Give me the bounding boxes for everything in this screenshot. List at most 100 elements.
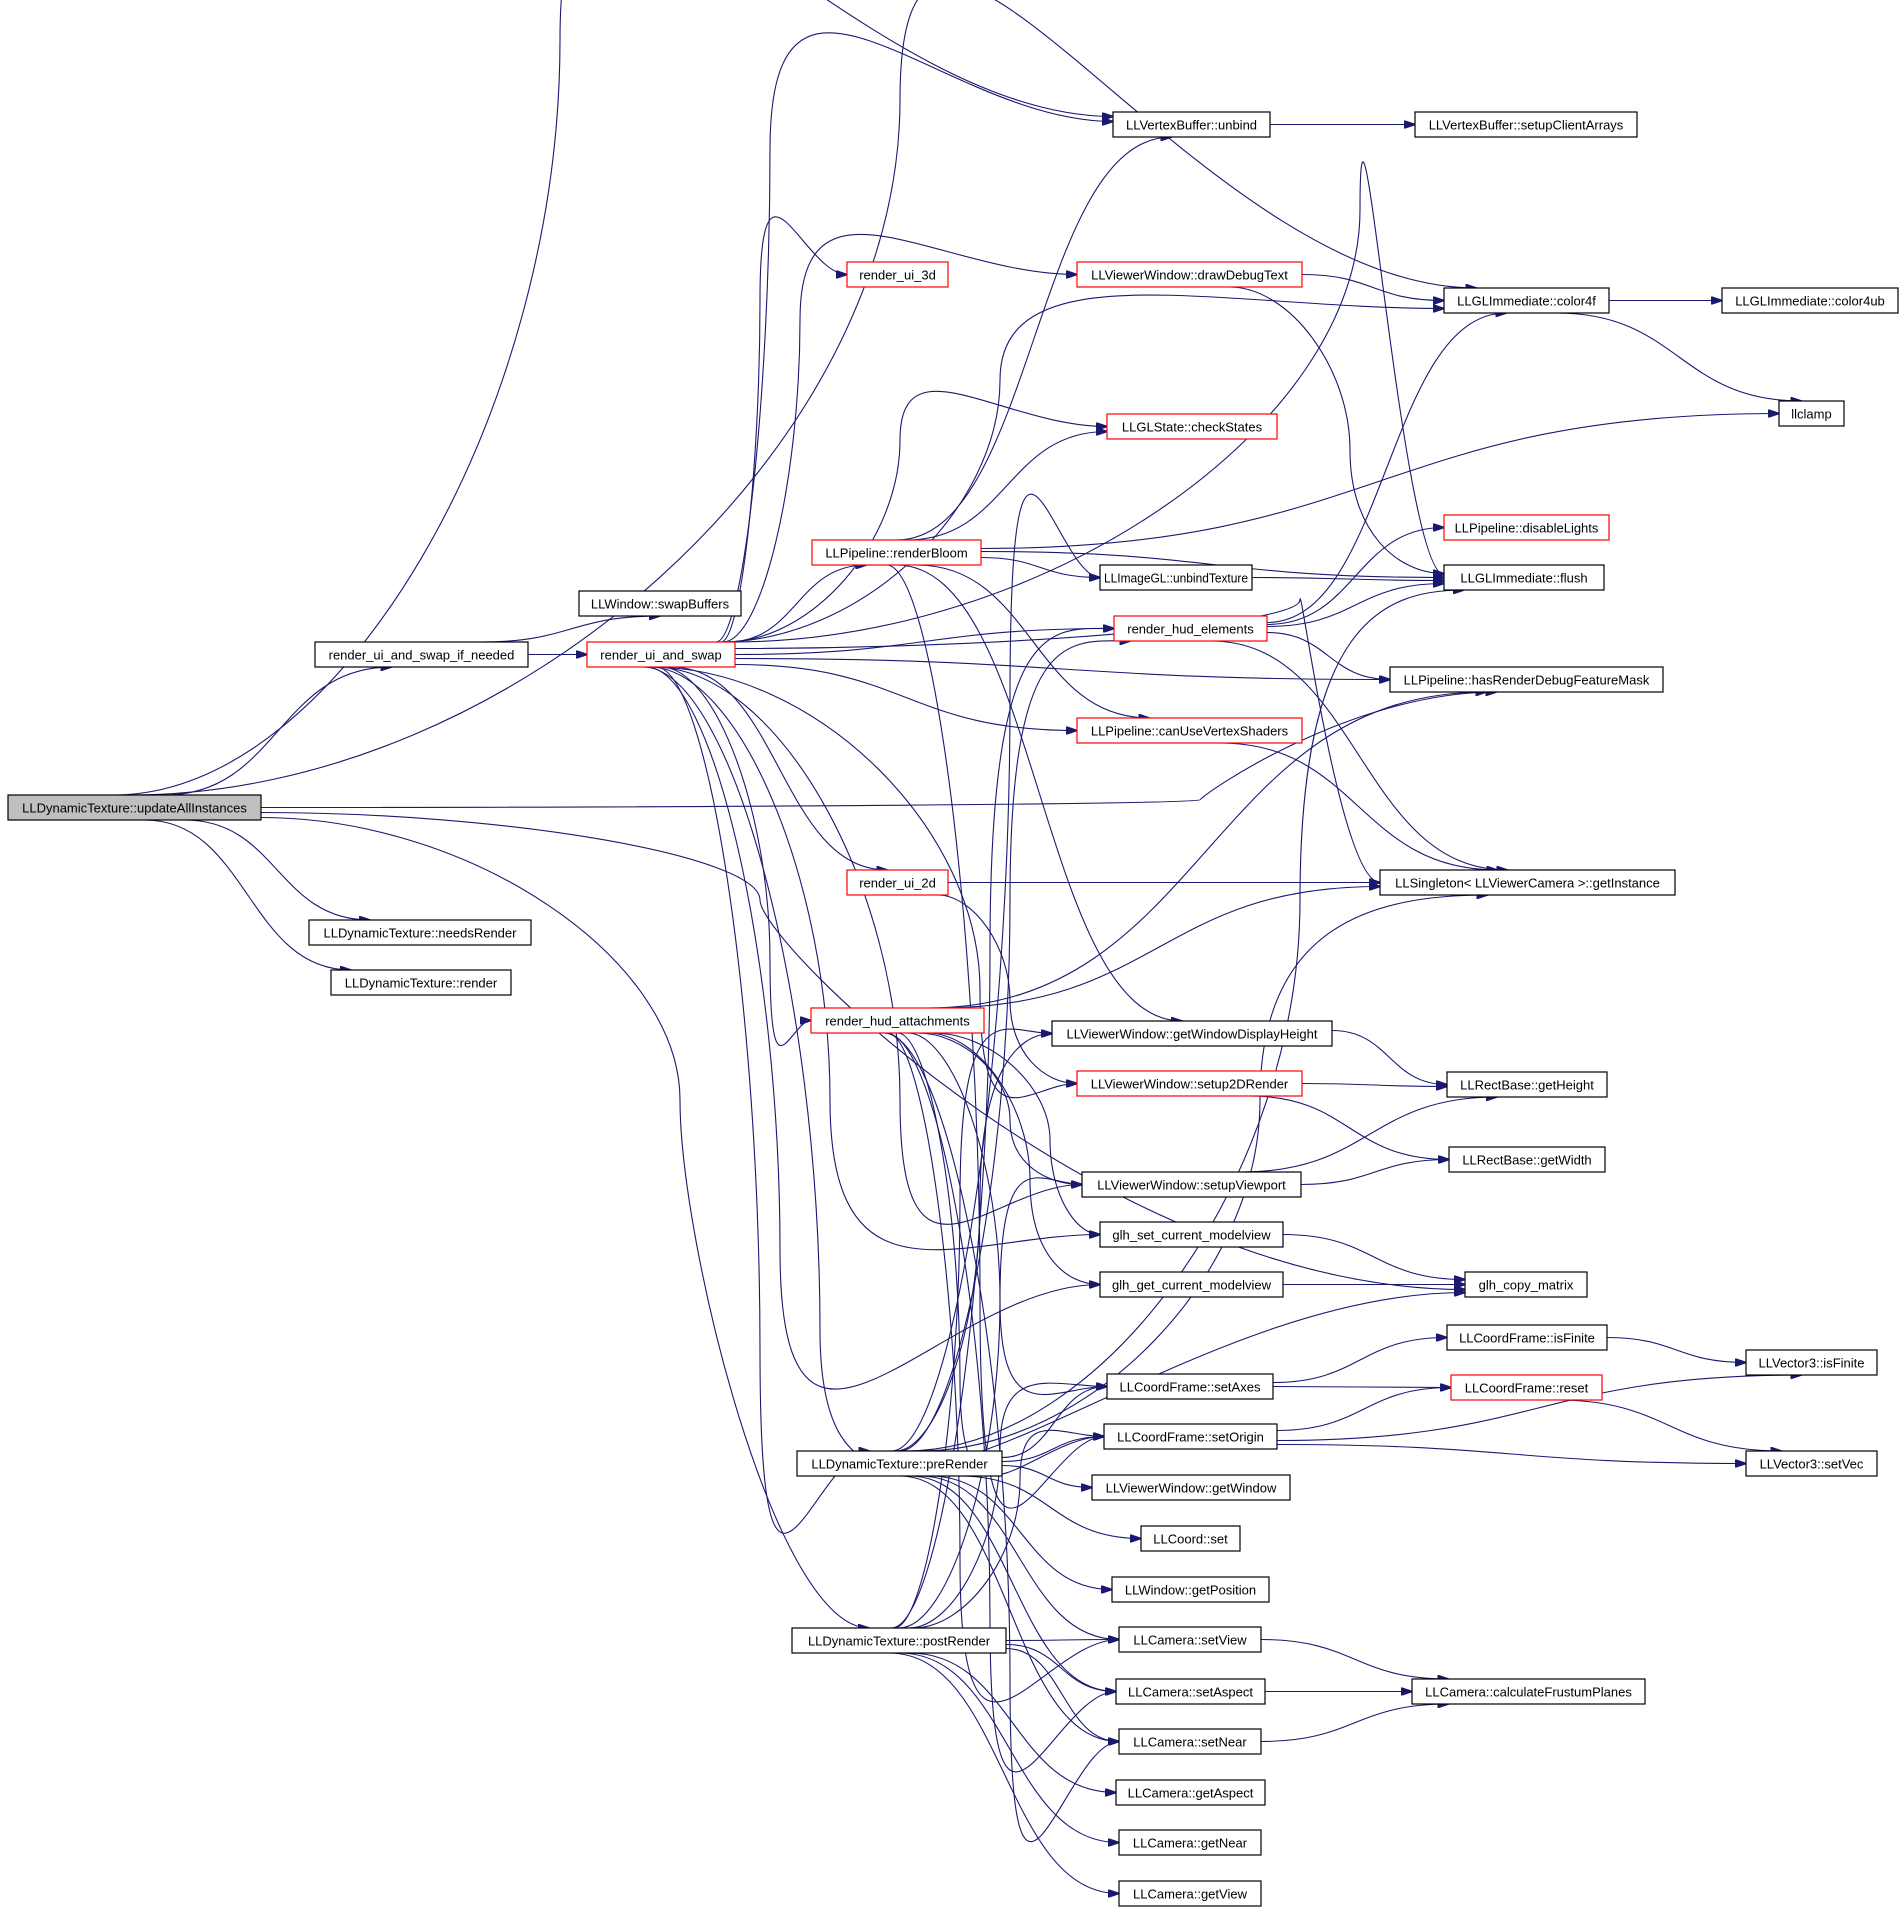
- node-box: [1448, 1146, 1606, 1173]
- node-llclamp[interactable]: llclamp: [1778, 400, 1845, 427]
- node-color4ub[interactable]: LLGLImmediate::color4ub: [1721, 287, 1899, 314]
- node-label: LLWindow::getPosition: [1125, 1583, 1256, 1598]
- node-coordSet[interactable]: LLCoord::set: [1140, 1525, 1241, 1552]
- node-drawDebug[interactable]: LLViewerWindow::drawDebugText: [1076, 261, 1303, 288]
- edge-uiAndSwap-to-preRender: [655, 666, 870, 1534]
- node-setupViewport[interactable]: LLViewerWindow::setupViewport: [1081, 1171, 1302, 1198]
- node-disableLights[interactable]: LLPipeline::disableLights: [1443, 514, 1610, 541]
- node-getWinH[interactable]: LLViewerWindow::getWindowDisplayHeight: [1051, 1020, 1333, 1047]
- edge-renderBloom-to-getWinH: [896, 564, 1183, 1021]
- node-label: render_ui_and_swap: [600, 648, 721, 663]
- node-swapIfNeeded[interactable]: render_ui_and_swap_if_needed: [314, 641, 529, 668]
- node-label: LLViewerWindow::getWindow: [1106, 1481, 1277, 1496]
- node-hudElements[interactable]: render_hud_elements: [1113, 615, 1268, 642]
- node-ui3d[interactable]: render_ui_3d: [846, 261, 949, 288]
- node-getView[interactable]: LLCamera::getView: [1118, 1880, 1262, 1907]
- node-isFinite[interactable]: LLCoordFrame::isFinite: [1446, 1324, 1608, 1351]
- node-getWidth[interactable]: LLRectBase::getWidth: [1448, 1146, 1606, 1173]
- node-checkStates[interactable]: LLGLState::checkStates: [1106, 413, 1278, 440]
- node-box: [1118, 1626, 1262, 1653]
- node-getWindow[interactable]: LLViewerWindow::getWindow: [1091, 1474, 1291, 1501]
- node-setup2D[interactable]: LLViewerWindow::setup2DRender: [1076, 1070, 1303, 1097]
- node-setOrigin[interactable]: LLCoordFrame::setOrigin: [1103, 1423, 1278, 1450]
- node-box: [1118, 1829, 1262, 1856]
- node-label: render_hud_attachments: [825, 1014, 970, 1029]
- node-box: [1081, 1171, 1302, 1198]
- edge-postRender-to-setOrigin: [912, 1429, 1104, 1629]
- node-hasDebugMask[interactable]: LLPipeline::hasRenderDebugFeatureMask: [1389, 666, 1664, 693]
- node-label: LLCoord::set: [1153, 1532, 1228, 1547]
- node-calcFrustum[interactable]: LLCamera::calculateFrustumPlanes: [1411, 1678, 1646, 1705]
- node-hudAttach[interactable]: render_hud_attachments: [810, 1007, 985, 1034]
- edge-postRender-to-hudElements: [890, 628, 1114, 1629]
- node-render[interactable]: LLDynamicTexture::render: [330, 969, 512, 996]
- node-color4f[interactable]: LLGLImmediate::color4f: [1443, 287, 1610, 314]
- node-label: LLGLImmediate::color4f: [1457, 294, 1596, 309]
- node-label: LLPipeline::canUseVertexShaders: [1091, 724, 1289, 739]
- edge-setup2D-to-getWidth: [1249, 1095, 1450, 1160]
- node-box: [1111, 1576, 1270, 1603]
- node-preRender[interactable]: LLDynamicTexture::preRender: [796, 1450, 1003, 1477]
- node-label: LLGLImmediate::color4ub: [1735, 294, 1885, 309]
- node-label: LLCamera::getAspect: [1128, 1786, 1254, 1801]
- call-edges: [114, 0, 1802, 1894]
- node-glhSet[interactable]: glh_set_current_modelview: [1099, 1221, 1284, 1248]
- node-getHeight[interactable]: LLRectBase::getHeight: [1446, 1071, 1608, 1098]
- node-setAspect[interactable]: LLCamera::setAspect: [1115, 1678, 1266, 1705]
- node-getInstance[interactable]: LLSingleton< LLViewerCamera >::getInstan…: [1379, 869, 1676, 896]
- node-getNear[interactable]: LLCamera::getNear: [1118, 1829, 1262, 1856]
- node-setAxes[interactable]: LLCoordFrame::setAxes: [1106, 1373, 1274, 1400]
- node-uiAndSwap[interactable]: render_ui_and_swap: [586, 641, 736, 668]
- edge-setNear-to-calcFrustum: [1260, 1704, 1449, 1743]
- node-v3isFinite[interactable]: LLVector3::isFinite: [1745, 1349, 1878, 1376]
- edge-uiAndSwap-to-ui2d: [670, 666, 888, 870]
- node-getPosition[interactable]: LLWindow::getPosition: [1111, 1576, 1270, 1603]
- node-renderBloom[interactable]: LLPipeline::renderBloom: [811, 539, 982, 566]
- node-label: LLGLState::checkStates: [1122, 420, 1263, 435]
- node-setupClient[interactable]: LLVertexBuffer::setupClientArrays: [1414, 111, 1638, 138]
- node-setView[interactable]: LLCamera::setView: [1118, 1626, 1262, 1653]
- node-label: render_ui_3d: [859, 268, 936, 283]
- node-box: [586, 641, 736, 668]
- node-ui2d[interactable]: render_ui_2d: [846, 869, 949, 896]
- node-box: [1443, 514, 1610, 541]
- node-copyMatrix[interactable]: glh_copy_matrix: [1464, 1271, 1588, 1298]
- node-box: [330, 969, 512, 996]
- edge-setAxes-to-reset: [1272, 1387, 1451, 1388]
- node-reset[interactable]: LLCoordFrame::reset: [1450, 1374, 1603, 1401]
- node-imgUnbind[interactable]: LLImageGL::unbindTexture: [1099, 564, 1253, 591]
- node-setNear[interactable]: LLCamera::setNear: [1118, 1728, 1262, 1755]
- edge-hudAttach-to-hasDebugMask: [927, 692, 1487, 1009]
- node-label: LLCamera::setAspect: [1128, 1685, 1253, 1700]
- node-root[interactable]: LLDynamicTexture::updateAllInstances: [7, 794, 262, 821]
- node-canUseVS[interactable]: LLPipeline::canUseVertexShaders: [1076, 717, 1303, 744]
- node-label: glh_set_current_modelview: [1112, 1228, 1271, 1243]
- edge-postRender-to-getAspect: [908, 1652, 1116, 1793]
- node-box: [1115, 1678, 1266, 1705]
- edge-drawDebug-to-color4f: [1301, 273, 1444, 301]
- edge-preRender-to-getWindow: [1001, 1464, 1092, 1488]
- node-flush[interactable]: LLGLImmediate::flush: [1443, 564, 1605, 591]
- node-postRender[interactable]: LLDynamicTexture::postRender: [791, 1627, 1007, 1654]
- node-label: render_ui_and_swap_if_needed: [329, 648, 515, 663]
- node-needsRender[interactable]: LLDynamicTexture::needsRender: [308, 919, 532, 946]
- node-setVec[interactable]: LLVector3::setVec: [1745, 1450, 1878, 1477]
- edge-preRender-to-getPosition: [929, 1475, 1113, 1590]
- edge-uiAndSwap-to-checkStates: [724, 390, 1107, 643]
- node-glhGet[interactable]: glh_get_current_modelview: [1099, 1271, 1284, 1298]
- node-label: LLRectBase::getWidth: [1462, 1153, 1591, 1168]
- node-getAspect[interactable]: LLCamera::getAspect: [1115, 1779, 1266, 1806]
- edge-setOrigin-to-v3isFinite: [1276, 1375, 1802, 1442]
- edge-isFinite-to-v3isFinite: [1606, 1336, 1746, 1363]
- edge-root-to-render: [144, 819, 352, 970]
- node-box: [1379, 869, 1676, 896]
- node-box: [1112, 111, 1271, 138]
- node-vbUnbind[interactable]: LLVertexBuffer::unbind: [1112, 111, 1271, 138]
- node-box: [1099, 1271, 1284, 1298]
- node-swapBuffers[interactable]: LLWindow::swapBuffers: [578, 590, 742, 617]
- node-label: LLCamera::getNear: [1133, 1836, 1248, 1851]
- edge-postRender-to-setAxes: [908, 1383, 1107, 1629]
- node-box: [1113, 615, 1268, 642]
- node-box: [1450, 1374, 1603, 1401]
- edge-hudElements-to-flush: [1266, 584, 1444, 628]
